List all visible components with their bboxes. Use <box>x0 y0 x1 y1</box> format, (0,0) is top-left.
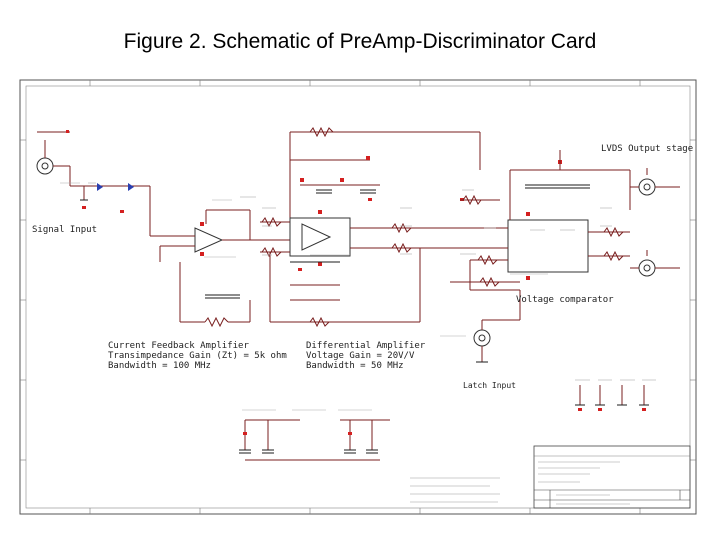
decoupling-capacitors <box>239 419 390 461</box>
schematic-inner-frame <box>25 85 691 509</box>
input-diodes <box>69 166 150 213</box>
current-feedback-title: Current Feedback Amplifier <box>108 341 249 351</box>
current-feedback-opamp <box>149 186 290 262</box>
figure-title: Figure 2. Schematic of PreAmp-Discrimina… <box>123 30 597 53</box>
diff-amp-feedback <box>269 248 421 328</box>
latch-input-label: Latch Input <box>463 381 516 390</box>
title-block <box>533 445 691 509</box>
latch-input-connector <box>473 290 521 363</box>
diff-amp-bandwidth: Bandwidth = 50 MHz <box>306 361 404 371</box>
lvds-output-label: LVDS Output stage <box>601 144 693 154</box>
diff-amp-gain: Voltage Gain = 20V/V <box>306 351 415 361</box>
diff-amp-title: Differential Amplifier <box>306 341 426 351</box>
current-feedback-bandwidth: Bandwidth = 100 MHz <box>108 361 211 371</box>
signal-input-connector <box>36 130 70 175</box>
top-feedback-path <box>289 126 481 230</box>
differential-amplifier <box>260 210 420 271</box>
current-feedback-gain: Transimpedance Gain (Zt) = 5k ohm <box>108 351 287 361</box>
voltage-comparator <box>420 150 631 291</box>
voltage-comparator-label: Voltage comparator <box>516 295 614 305</box>
zone-ticks <box>20 80 696 514</box>
notes-block <box>410 477 500 503</box>
lvds-output-connector-top <box>630 168 680 196</box>
lvds-output-connector-bottom <box>630 250 680 277</box>
power-terminals <box>575 385 649 411</box>
signal-input-label: Signal Input <box>32 225 97 235</box>
feedback-resistor-cfa <box>179 262 251 328</box>
part-designator-marks <box>60 182 656 411</box>
schematic-frame <box>19 79 697 515</box>
